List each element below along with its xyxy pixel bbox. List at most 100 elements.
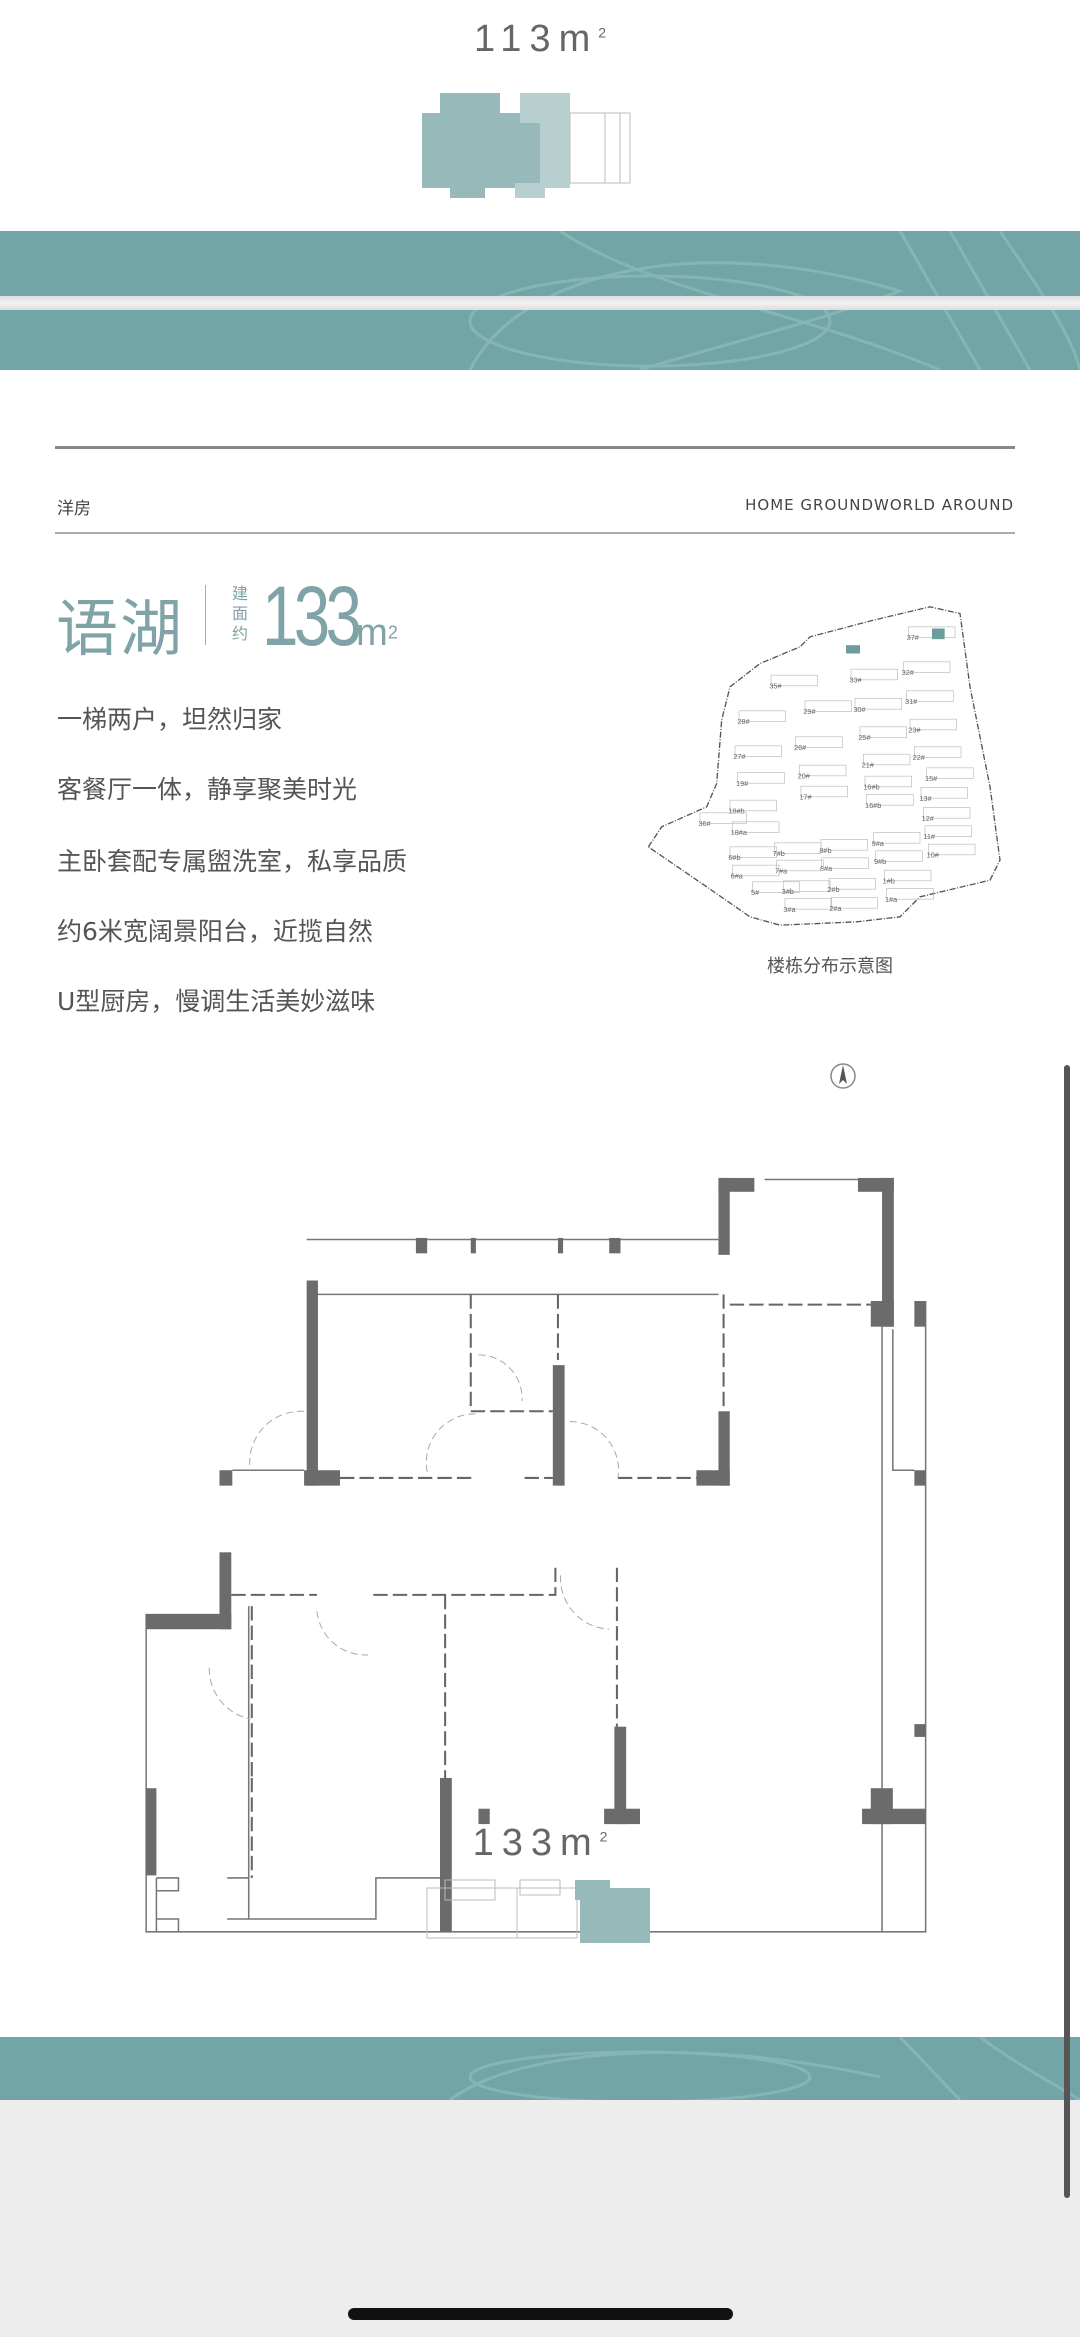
building-footprint bbox=[830, 897, 878, 909]
building-footprint bbox=[800, 785, 848, 798]
unit-name: 语湖 bbox=[56, 592, 185, 665]
building-label: 6#a bbox=[731, 872, 744, 881]
floor-plan bbox=[145, 1177, 927, 1933]
divider-bottom bbox=[55, 532, 1015, 534]
building-footprint bbox=[850, 668, 898, 681]
building-label: 29# bbox=[803, 707, 816, 716]
building-footprint bbox=[770, 674, 818, 687]
building-footprint bbox=[875, 850, 923, 862]
building-label: 37# bbox=[907, 633, 920, 642]
building-label: 10# bbox=[927, 851, 940, 860]
building-footprint bbox=[864, 775, 912, 788]
building-footprint bbox=[909, 718, 957, 731]
building-label: 19# bbox=[736, 779, 749, 788]
building-footprint bbox=[738, 710, 786, 722]
building-label: 33# bbox=[849, 676, 862, 685]
building-footprint bbox=[732, 864, 780, 877]
building-footprint bbox=[908, 626, 956, 638]
building-label: 21# bbox=[862, 761, 875, 770]
building-label: 1#b bbox=[883, 877, 895, 886]
building-footprint bbox=[886, 888, 934, 900]
scrollbar[interactable] bbox=[1064, 1065, 1070, 2198]
building-footprint bbox=[866, 794, 914, 806]
building-label: 18#a bbox=[731, 828, 748, 837]
feature-item: 主卧套配专属盥洗室，私享品质 bbox=[57, 847, 408, 876]
building-label: 36# bbox=[698, 819, 711, 828]
building-label: 16#b bbox=[863, 783, 879, 792]
building-footprint bbox=[752, 881, 800, 893]
building-footprint bbox=[783, 880, 831, 892]
bottom-unit-area: 133m2 bbox=[472, 1822, 608, 1864]
building-label: 8#b bbox=[819, 846, 831, 855]
top-unit-area: 113m2 bbox=[473, 18, 607, 60]
building-label: 20# bbox=[798, 772, 811, 781]
page-background bbox=[0, 2100, 1080, 2337]
building-footprint bbox=[799, 764, 847, 777]
building-label: 30# bbox=[853, 705, 866, 714]
title-separator bbox=[205, 585, 206, 645]
building-footprint bbox=[873, 832, 921, 844]
feature-item: U型厨房，慢调生活美妙滋味 bbox=[57, 987, 376, 1016]
building-label: 35# bbox=[769, 682, 782, 691]
building-label: 28# bbox=[737, 717, 750, 726]
building-footprint bbox=[924, 825, 972, 837]
building-label: 3#b bbox=[782, 887, 794, 896]
site-map-caption: 楼栋分布示意图 bbox=[767, 956, 893, 977]
home-indicator[interactable] bbox=[348, 2308, 733, 2320]
building-label: 12# bbox=[922, 814, 935, 823]
building-footprint bbox=[923, 807, 971, 819]
building-footprint bbox=[737, 772, 785, 784]
building-label: 1#a bbox=[885, 895, 898, 904]
building-label: 22# bbox=[913, 753, 926, 762]
building-label: 13# bbox=[919, 794, 932, 803]
building-footprint bbox=[928, 843, 976, 856]
building-label: 32# bbox=[902, 668, 915, 677]
building-label: 15# bbox=[925, 774, 938, 783]
building-label: 11# bbox=[923, 832, 936, 841]
building-footprint bbox=[784, 898, 832, 910]
building-label: 5# bbox=[751, 888, 760, 897]
building-label: 9#a bbox=[872, 839, 885, 848]
building-label: 7#a bbox=[775, 867, 788, 876]
decorative-leaf-banner-bottom bbox=[0, 2037, 1080, 2100]
building-footprint bbox=[920, 787, 968, 799]
divider-top bbox=[55, 446, 1015, 449]
building-label: 9#b bbox=[874, 857, 886, 866]
site-boundary bbox=[647, 606, 1001, 926]
section-tagline: HOME GROUNDWORLD AROUND bbox=[745, 496, 1014, 514]
feature-item: 约6米宽阔景阳台，近揽自然 bbox=[57, 917, 373, 946]
section-category: 洋房 bbox=[57, 499, 91, 519]
building-footprint bbox=[699, 812, 747, 824]
building-footprint bbox=[821, 857, 869, 869]
building-footprint bbox=[926, 767, 974, 779]
building-label: 7#b bbox=[773, 849, 785, 858]
top-unit-thumbnail bbox=[422, 93, 631, 198]
north-compass-icon bbox=[830, 1063, 856, 1089]
building-footprint bbox=[914, 746, 962, 758]
building-footprint bbox=[774, 842, 822, 854]
building-footprint bbox=[863, 753, 911, 766]
building-label: 8#a bbox=[820, 864, 833, 873]
building-footprint bbox=[859, 726, 907, 738]
building-label: 26# bbox=[794, 743, 807, 752]
area-prefix: 建面约 bbox=[232, 584, 249, 643]
building-footprint bbox=[884, 869, 932, 882]
highlighted-building bbox=[932, 628, 945, 640]
building-label: 16#b bbox=[865, 801, 881, 810]
building-footprint bbox=[734, 745, 782, 757]
building-footprint bbox=[729, 799, 777, 812]
building-label: 27# bbox=[733, 752, 746, 761]
building-label: 6#b bbox=[728, 853, 740, 862]
building-footprint bbox=[828, 878, 876, 890]
building-footprint bbox=[854, 698, 902, 710]
banner-divider bbox=[0, 296, 1080, 310]
highlighted-building bbox=[846, 645, 860, 654]
building-label: 31# bbox=[905, 697, 918, 706]
feature-item: 一梯两户，坦然归家 bbox=[57, 705, 283, 734]
building-footprint bbox=[795, 736, 843, 748]
bottom-unit-thumbnail bbox=[426, 1879, 650, 1943]
building-footprint bbox=[906, 690, 954, 702]
building-footprint bbox=[729, 846, 777, 858]
site-map: 37#33#32#35#31#30#29#28#23#25#26#27#22#2… bbox=[647, 606, 1001, 926]
building-label: 23# bbox=[908, 726, 921, 735]
